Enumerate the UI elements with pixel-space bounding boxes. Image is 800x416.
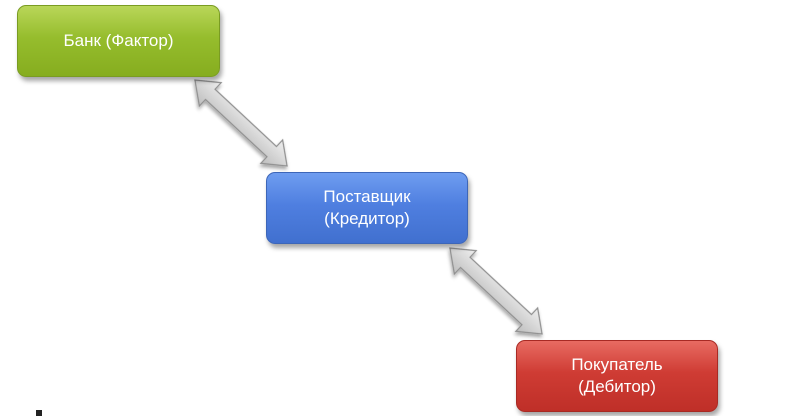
bank-factor-node: Банк (Фактор) <box>17 5 220 77</box>
arrow-bank-supplier <box>194 79 288 167</box>
arrow-supplier-buyer <box>449 247 543 335</box>
buyer-debtor-label: Покупатель (Дебитор) <box>571 355 663 396</box>
bank-factor-label: Банк (Фактор) <box>63 31 174 50</box>
supplier-creditor-node: Поставщик (Кредитор) <box>266 172 468 244</box>
supplier-creditor-label: Поставщик (Кредитор) <box>323 187 411 228</box>
corner-mark <box>36 410 42 416</box>
buyer-debtor-node: Покупатель (Дебитор) <box>516 340 718 412</box>
